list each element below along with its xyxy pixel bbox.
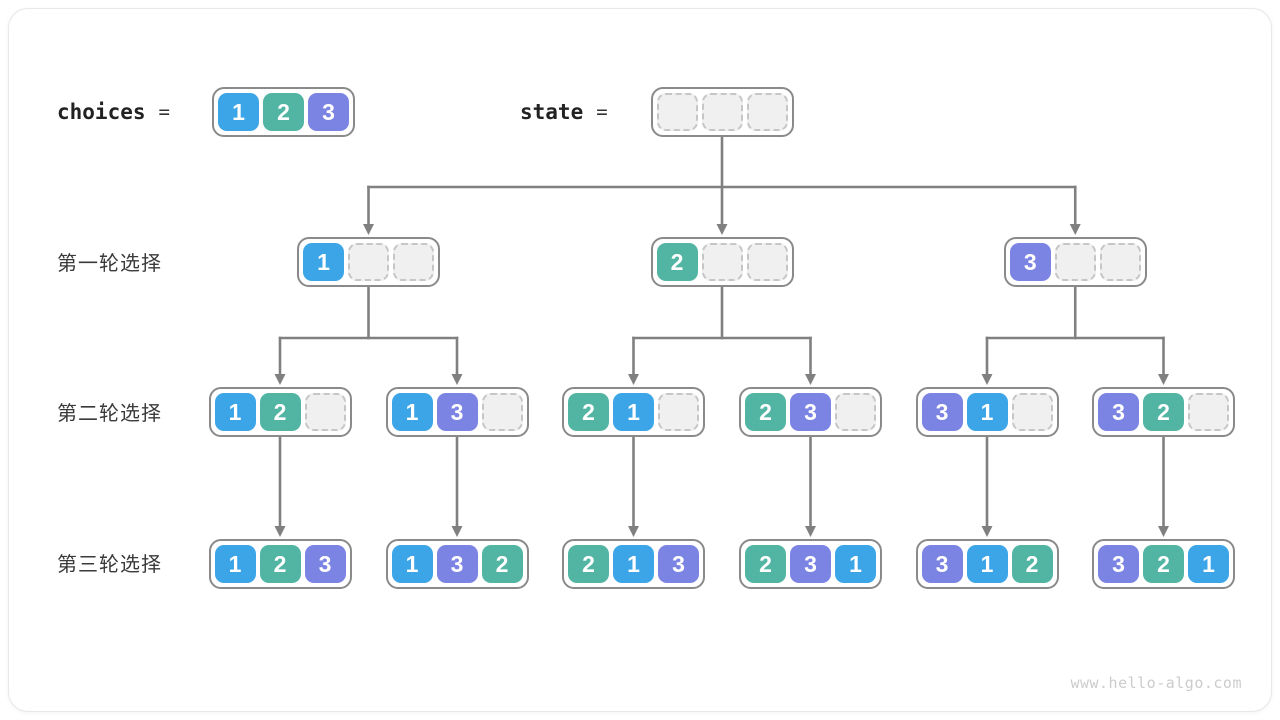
arrowhead-icon [451, 526, 463, 537]
empty-cell [701, 243, 743, 281]
value-cell: 3 [658, 545, 699, 583]
value-cell: 3 [304, 545, 346, 583]
value-cell: 2 [1143, 393, 1184, 431]
value-cell: 1 [218, 93, 259, 131]
empty-cell [656, 93, 698, 131]
value-cell: 1 [613, 545, 654, 583]
empty-cell [1011, 393, 1053, 431]
empty-cell [481, 393, 523, 431]
empty-cell [658, 393, 699, 431]
value-cell: 3 [308, 93, 349, 131]
value-cell: 2 [1143, 545, 1184, 583]
arrowhead-icon [274, 526, 286, 537]
state-box-round1-2: 2 [650, 237, 794, 287]
empty-cell [1188, 393, 1229, 431]
arrowhead-icon [981, 526, 993, 537]
value-cell: 1 [1188, 545, 1229, 583]
arrowhead-icon [805, 374, 816, 385]
value-cell: 2 [259, 545, 301, 583]
value-cell: 2 [259, 393, 301, 431]
arrowhead-icon [628, 526, 639, 537]
empty-cell [746, 93, 788, 131]
choices-header: choices = [57, 99, 170, 125]
value-cell: 1 [966, 393, 1008, 431]
empty-cell [701, 93, 743, 131]
value-cell: 3 [1098, 545, 1139, 583]
state-box [650, 87, 794, 137]
empty-cell [835, 393, 876, 431]
value-cell: 2 [481, 545, 523, 583]
value-cell: 2 [568, 545, 609, 583]
arrowhead-icon [981, 374, 993, 385]
value-cell: 3 [1098, 393, 1139, 431]
value-cell: 3 [921, 393, 963, 431]
state-label: state [520, 100, 584, 124]
value-cell: 1 [613, 393, 654, 431]
value-cell: 1 [214, 393, 256, 431]
empty-cell [1054, 243, 1096, 281]
value-cell: 2 [568, 393, 609, 431]
value-cell: 3 [436, 545, 478, 583]
empty-cell [746, 243, 788, 281]
arrowhead-icon [451, 374, 463, 385]
round-3-label: 第三轮选择 [57, 552, 162, 576]
value-cell: 3 [921, 545, 963, 583]
value-cell: 2 [656, 243, 698, 281]
empty-cell [304, 393, 346, 431]
arrowhead-icon [716, 224, 728, 235]
arrowhead-icon [805, 526, 816, 537]
state-box-round1-3: 3 [1003, 237, 1147, 287]
value-cell: 1 [391, 393, 433, 431]
equals-sign: = [596, 101, 608, 123]
arrowhead-icon [1069, 224, 1081, 235]
arrowhead-icon [628, 374, 639, 385]
value-cell: 3 [436, 393, 478, 431]
value-cell: 1 [966, 545, 1008, 583]
arrowhead-icon [274, 374, 286, 385]
value-cell: 1 [391, 545, 433, 583]
round-2-label: 第二轮选择 [57, 401, 162, 425]
value-cell: 2 [1011, 545, 1053, 583]
round-1-label: 第一轮选择 [57, 251, 162, 275]
empty-cell [393, 243, 434, 281]
value-cell: 2 [263, 93, 304, 131]
state-header: state = [520, 99, 608, 125]
value-cell: 2 [745, 393, 786, 431]
choices-label: choices [57, 100, 146, 124]
arrowhead-icon [363, 224, 374, 235]
empty-cell [1099, 243, 1141, 281]
value-cell: 1 [214, 545, 256, 583]
watermark: www.hello-algo.com [1070, 674, 1242, 692]
value-cell: 3 [1009, 243, 1051, 281]
arrowhead-icon [1158, 374, 1169, 385]
equals-sign: = [158, 101, 170, 123]
arrowhead-icon [1158, 526, 1169, 537]
empty-cell [348, 243, 389, 281]
value-cell: 3 [790, 393, 831, 431]
value-cell: 1 [303, 243, 344, 281]
value-cell: 2 [745, 545, 786, 583]
value-cell: 3 [790, 545, 831, 583]
value-cell: 1 [835, 545, 876, 583]
state-box-round1-1: 1 [297, 237, 440, 287]
